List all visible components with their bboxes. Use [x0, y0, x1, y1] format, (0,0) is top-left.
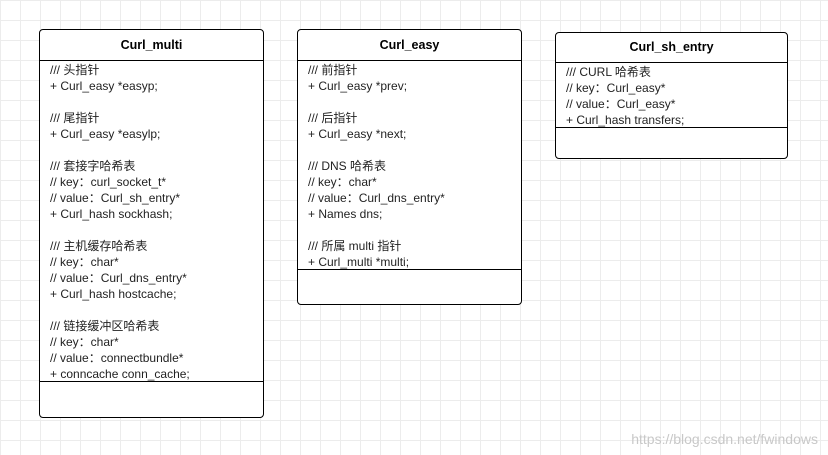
class-name: Curl_multi — [40, 30, 263, 61]
attribute-comment: /// 所属 multi 指针 — [308, 239, 402, 253]
attribute-compartment: /// 头指针 + Curl_easy *easyp; /// 尾指针 + Curl_… — [40, 61, 263, 382]
class-curl-easy[interactable]: Curl_easy /// 前指针 + Curl_easy *prev; /// 后… — [297, 29, 522, 305]
attribute-spacer — [308, 222, 521, 238]
attribute-comment: /// 头指针 — [50, 63, 100, 77]
attribute-comment: // value：connectbundle* — [50, 351, 184, 365]
attribute-field: + Names dns; — [308, 207, 383, 221]
attribute-comment: /// 套接字哈希表 — [50, 159, 136, 173]
attribute-field: + Curl_hash sockhash; — [50, 207, 173, 221]
attribute-field: + Curl_hash transfers; — [566, 113, 685, 127]
attribute-field: + Curl_easy *easyp; — [50, 79, 158, 93]
class-curl-multi[interactable]: Curl_multi /// 头指针+ Curl_easy *easyp;///… — [39, 29, 264, 418]
attribute-field: + Curl_easy *next; — [308, 127, 407, 141]
attribute-spacer — [308, 94, 521, 110]
class-name: Curl_sh_entry — [556, 33, 787, 63]
attribute-spacer — [308, 142, 521, 158]
attribute-comment: // key：char* — [50, 255, 119, 269]
attribute-spacer — [50, 142, 263, 158]
attribute-field: + Curl_multi *multi; — [308, 255, 410, 269]
attribute-comment: /// 后指针 — [308, 111, 358, 125]
attribute-spacer — [50, 222, 263, 238]
attribute-compartment: /// 前指针 + Curl_easy *prev; /// 后指针 + Curl_e… — [298, 61, 521, 270]
attribute-spacer — [50, 302, 263, 318]
attribute-comment: // value：Curl_easy* — [566, 97, 676, 111]
attribute-comment: // value：Curl_dns_entry* — [50, 271, 187, 285]
attribute-comment: /// DNS 哈希表 — [308, 159, 387, 173]
attribute-field: + Curl_hash hostcache; — [50, 287, 177, 301]
attribute-comment: /// 主机缓存哈希表 — [50, 239, 148, 253]
attribute-comment: /// 前指针 — [308, 63, 358, 77]
attribute-comment: /// CURL 哈希表 — [566, 65, 651, 79]
attribute-field: + conncache conn_cache; — [50, 367, 190, 381]
class-name: Curl_easy — [298, 30, 521, 61]
attribute-comment: // key：Curl_easy* — [566, 81, 666, 95]
class-curl-sh-entry[interactable]: Curl_sh_entry /// CURL 哈希表 // key：Curl_ea… — [555, 32, 788, 159]
watermark: https://blog.csdn.net/fwindows — [631, 431, 818, 447]
attribute-comment: // value：Curl_dns_entry* — [308, 191, 445, 205]
attribute-comment: // key：char* — [308, 175, 377, 189]
attribute-comment: // key：char* — [50, 335, 119, 349]
attribute-comment: /// 链接缓冲区哈希表 — [50, 319, 160, 333]
attribute-comment: // value：Curl_sh_entry* — [50, 191, 181, 205]
attribute-comment: // key：curl_socket_t* — [50, 175, 167, 189]
attribute-compartment: /// CURL 哈希表 // key：Curl_easy* // value：Cu… — [556, 63, 787, 128]
attribute-field: + Curl_easy *easylp; — [50, 127, 161, 141]
attribute-spacer — [50, 94, 263, 110]
attribute-field: + Curl_easy *prev; — [308, 79, 408, 93]
attribute-comment: /// 尾指针 — [50, 111, 100, 125]
